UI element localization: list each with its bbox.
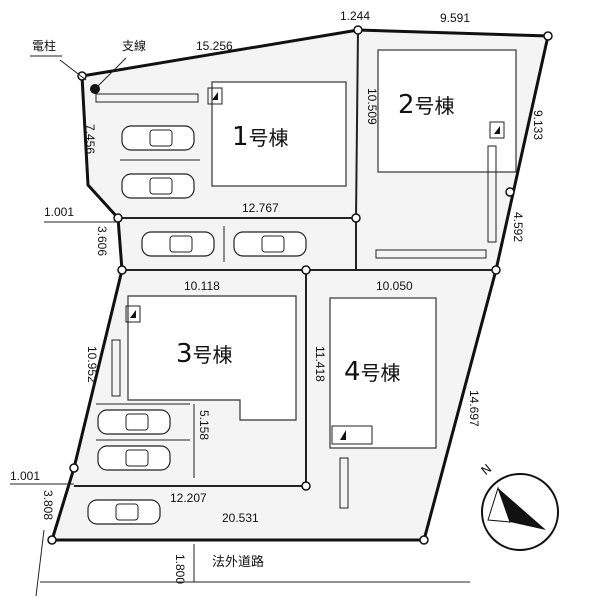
north-label: N [478, 461, 494, 477]
dim-mid-line: 12.767 [242, 201, 279, 215]
parking-dividers [96, 159, 225, 478]
car-icon [87, 499, 161, 525]
car-icon [233, 231, 307, 257]
dim-lot3-left: 10.952 [85, 346, 99, 383]
car-icon [121, 125, 195, 151]
building-4-footprint [329, 297, 437, 449]
building-1-footprint [211, 81, 347, 187]
building-2-footprint [377, 49, 517, 173]
car-icon [97, 409, 171, 435]
dim-left-lower-b: 3.808 [41, 490, 55, 520]
dim-lot4-left: 11.418 [313, 346, 327, 382]
stay-wire-label: 支線 [122, 38, 146, 53]
car-icon [97, 445, 171, 471]
dim-top-mid: 1.244 [340, 9, 370, 23]
dim-top-left: 15.256 [196, 39, 233, 53]
pole-label: 電柱 [32, 38, 56, 53]
dim-bottom-a: 12.207 [170, 491, 207, 505]
dim-road-width: 1.800 [173, 554, 187, 584]
building-1-label: 1号棟 [232, 122, 289, 152]
dim-top-right: 9.591 [440, 11, 470, 25]
dim-inner-vertical: 5.158 [197, 410, 211, 440]
north-arrow-icon [481, 473, 559, 551]
dim-left-mid-b: 3.606 [95, 226, 109, 256]
dim-left-upper: 7.456 [83, 124, 97, 154]
dim-bottom-b: 20.531 [222, 511, 259, 525]
dim-lot4-top: 10.050 [376, 279, 413, 293]
building-4-label: 4号棟 [344, 357, 401, 387]
entrance-markers [125, 87, 505, 445]
boundary-markers [47, 25, 553, 545]
dim-lot2-left: 10.509 [365, 88, 379, 125]
building-3-footprint [127, 295, 297, 421]
dim-left-mid-a: 1.001 [44, 205, 74, 219]
dim-left-lower-a: 1.001 [10, 469, 40, 483]
utility-pole-icon [59, 57, 127, 94]
road-label: 法外道路 [212, 554, 264, 570]
fence-strips [95, 93, 497, 509]
building-3-label: 3号棟 [176, 339, 233, 369]
dim-lot3-top: 10.118 [184, 279, 220, 293]
dim-right-lower: 14.697 [467, 390, 481, 427]
road [35, 529, 470, 597]
car-icon [141, 231, 215, 257]
car-icon [121, 173, 195, 199]
parking-cars [87, 125, 307, 525]
dimension-labels: 15.256 1.244 9.591 10.509 9.133 4.592 7.… [10, 9, 545, 584]
building-2-label: 2号棟 [398, 90, 455, 120]
dim-right-mid: 4.592 [511, 212, 525, 242]
dim-right-upper: 9.133 [531, 110, 545, 140]
